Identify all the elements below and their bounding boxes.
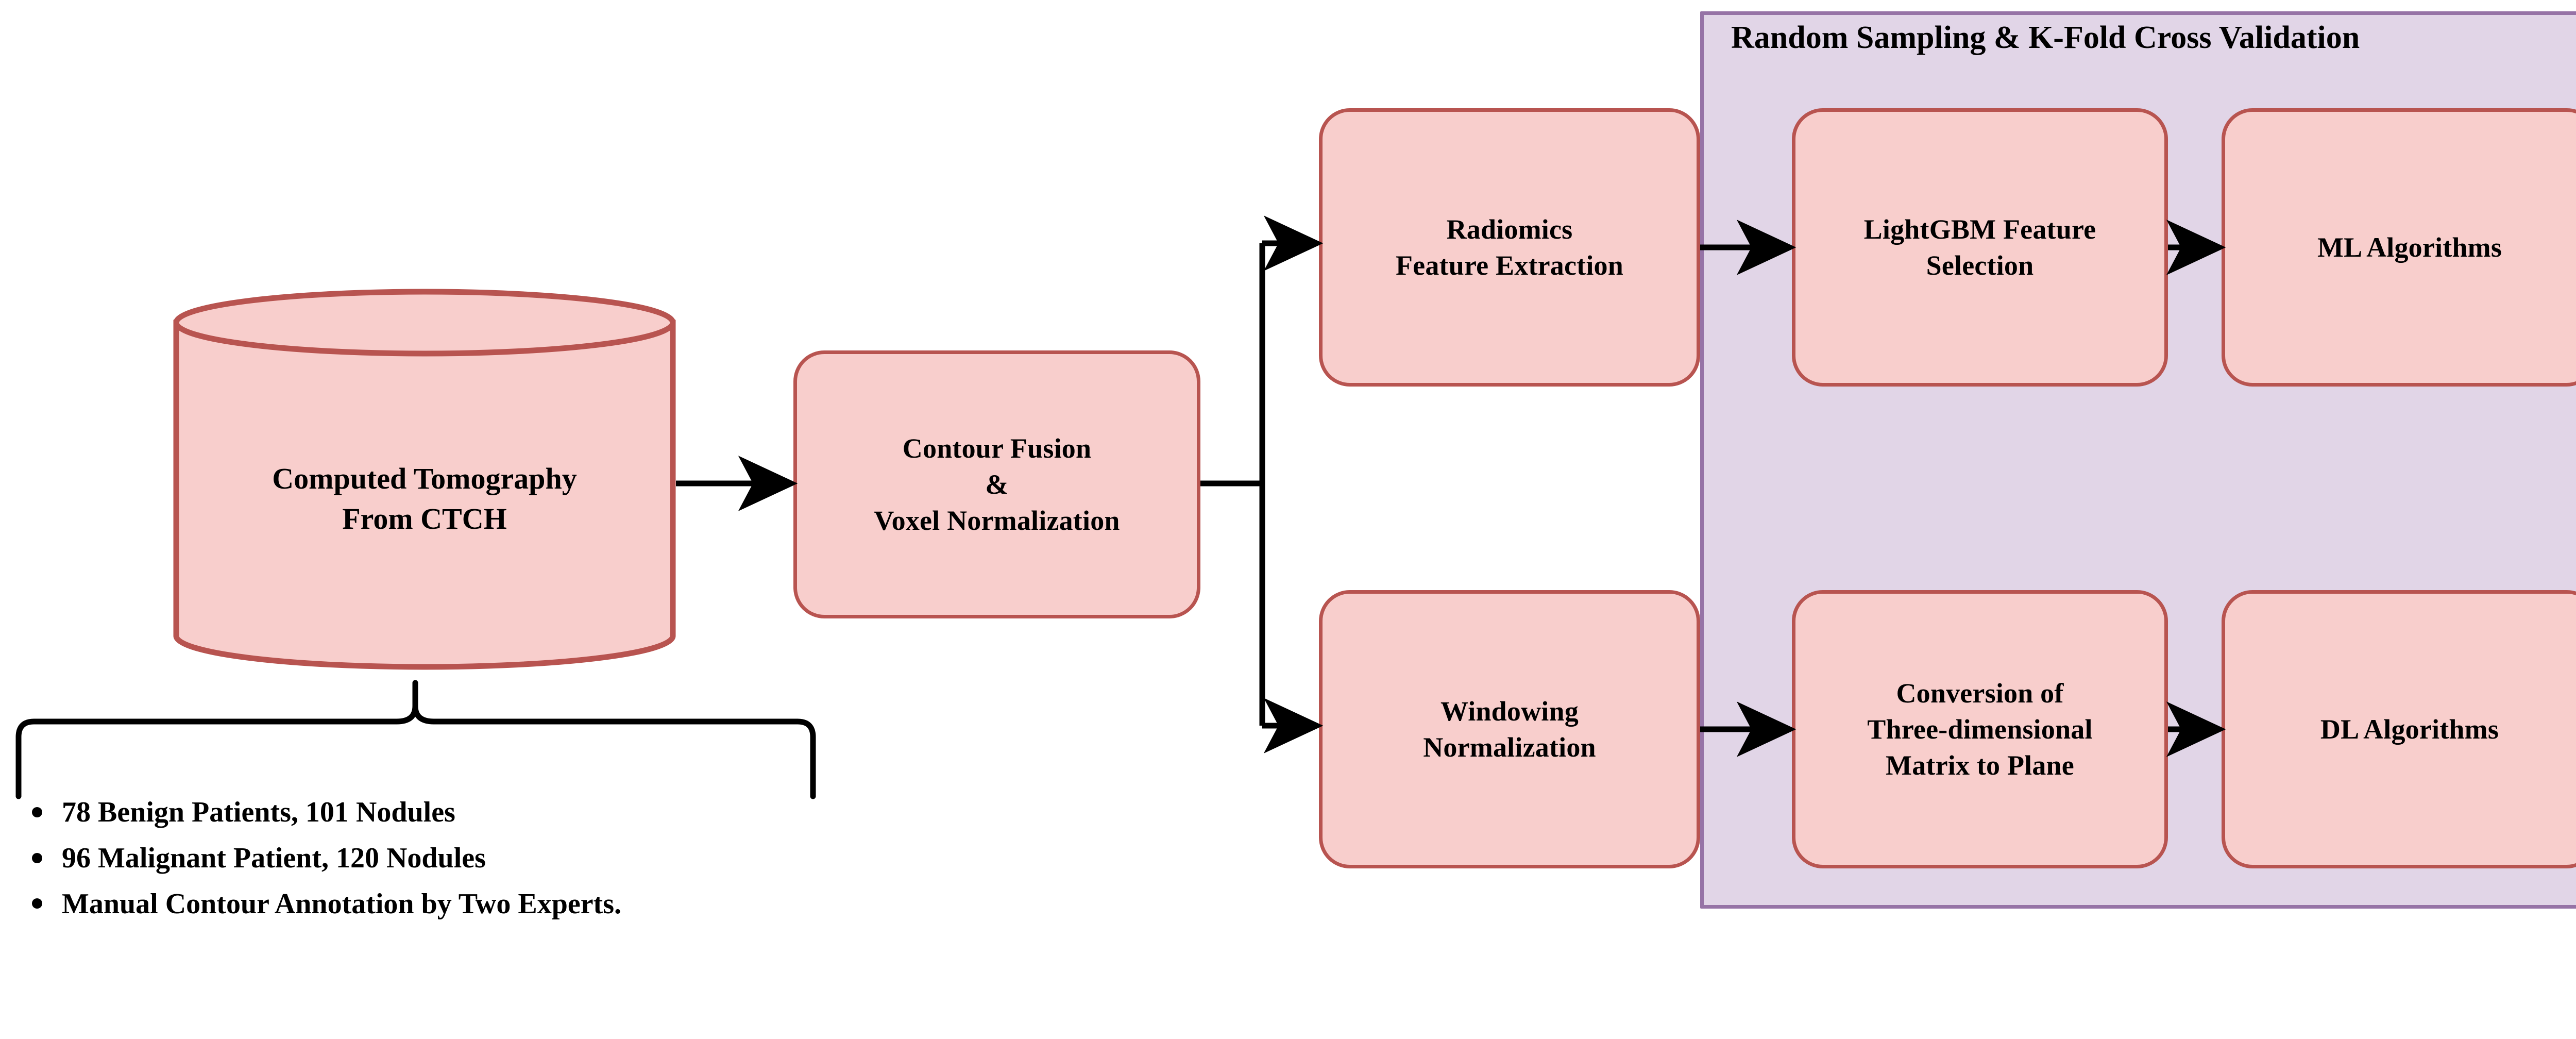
contour-fusion-line2: & [985,468,1009,500]
node-dl-algorithms-text: DL Algorithms [2320,713,2499,745]
node-contour-fusion-text: Contour Fusion & Voxel Normalization [865,430,1129,539]
dataset-detail-2: Manual Contour Annotation by Two Experts… [62,887,621,920]
radiomics-line1: Radiomics [1446,213,1573,245]
data-source-cylinder: Computed Tomography From CTCH [173,289,676,670]
dataset-details-list: 78 Benign Patients, 101 Nodules 96 Malig… [21,794,824,931]
windowing-line1: Windowing [1440,695,1579,727]
list-item: Manual Contour Annotation by Two Experts… [21,885,824,923]
windowing-line2: Normalization [1423,732,1596,763]
node-contour-fusion-voxel-normalization: Contour Fusion & Voxel Normalization [793,350,1200,618]
conversion-line2: Three-dimensional [1867,713,2093,745]
node-windowing-normalization: Windowing Normalization [1319,590,1700,868]
data-source-label-line1: Computed Tomography [272,462,577,495]
conversion-line1: Conversion of [1896,677,2064,709]
node-ml-algorithms-text: ML Algorithms [2317,231,2502,263]
curly-brace [15,680,816,799]
node-conversion-text: Conversion of Three-dimensional Matrix t… [1858,675,2102,784]
group-panel-title: Random Sampling & K-Fold Cross Validatio… [1731,20,2360,55]
node-radiomics-text: Radiomics Feature Extraction [1386,211,1633,283]
conversion-line3: Matrix to Plane [1886,750,2074,781]
node-radiomics-feature-extraction: Radiomics Feature Extraction [1319,108,1700,387]
dataset-detail-1: 96 Malignant Patient, 120 Nodules [62,842,486,874]
node-windowing-text: Windowing Normalization [1414,693,1605,765]
lightgbm-line1: LightGBM Feature [1863,213,2096,245]
node-lightgbm-feature-selection: LightGBM Feature Selection [1792,108,2168,387]
node-lightgbm-text: LightGBM Feature Selection [1855,211,2106,283]
node-ml-algorithms: ML Algorithms [2222,108,2576,387]
cylinder-shape-icon [173,289,676,670]
contour-fusion-line1: Contour Fusion [902,432,1092,464]
bullet-dot-icon [32,898,42,909]
lightgbm-line2: Selection [1926,250,2034,281]
node-dl-algorithms: DL Algorithms [2222,590,2576,868]
radiomics-line2: Feature Extraction [1396,250,1623,281]
list-item: 96 Malignant Patient, 120 Nodules [21,840,824,877]
data-source-label: Computed Tomography From CTCH [173,459,676,540]
list-item: 78 Benign Patients, 101 Nodules [21,794,824,831]
data-source-label-line2: From CTCH [342,502,507,536]
dataset-detail-0: 78 Benign Patients, 101 Nodules [62,796,455,828]
node-conversion-3d-matrix-to-plane: Conversion of Three-dimensional Matrix t… [1792,590,2168,868]
contour-fusion-line3: Voxel Normalization [874,505,1120,537]
bullet-dot-icon [32,852,42,863]
bullet-dot-icon [32,807,42,817]
